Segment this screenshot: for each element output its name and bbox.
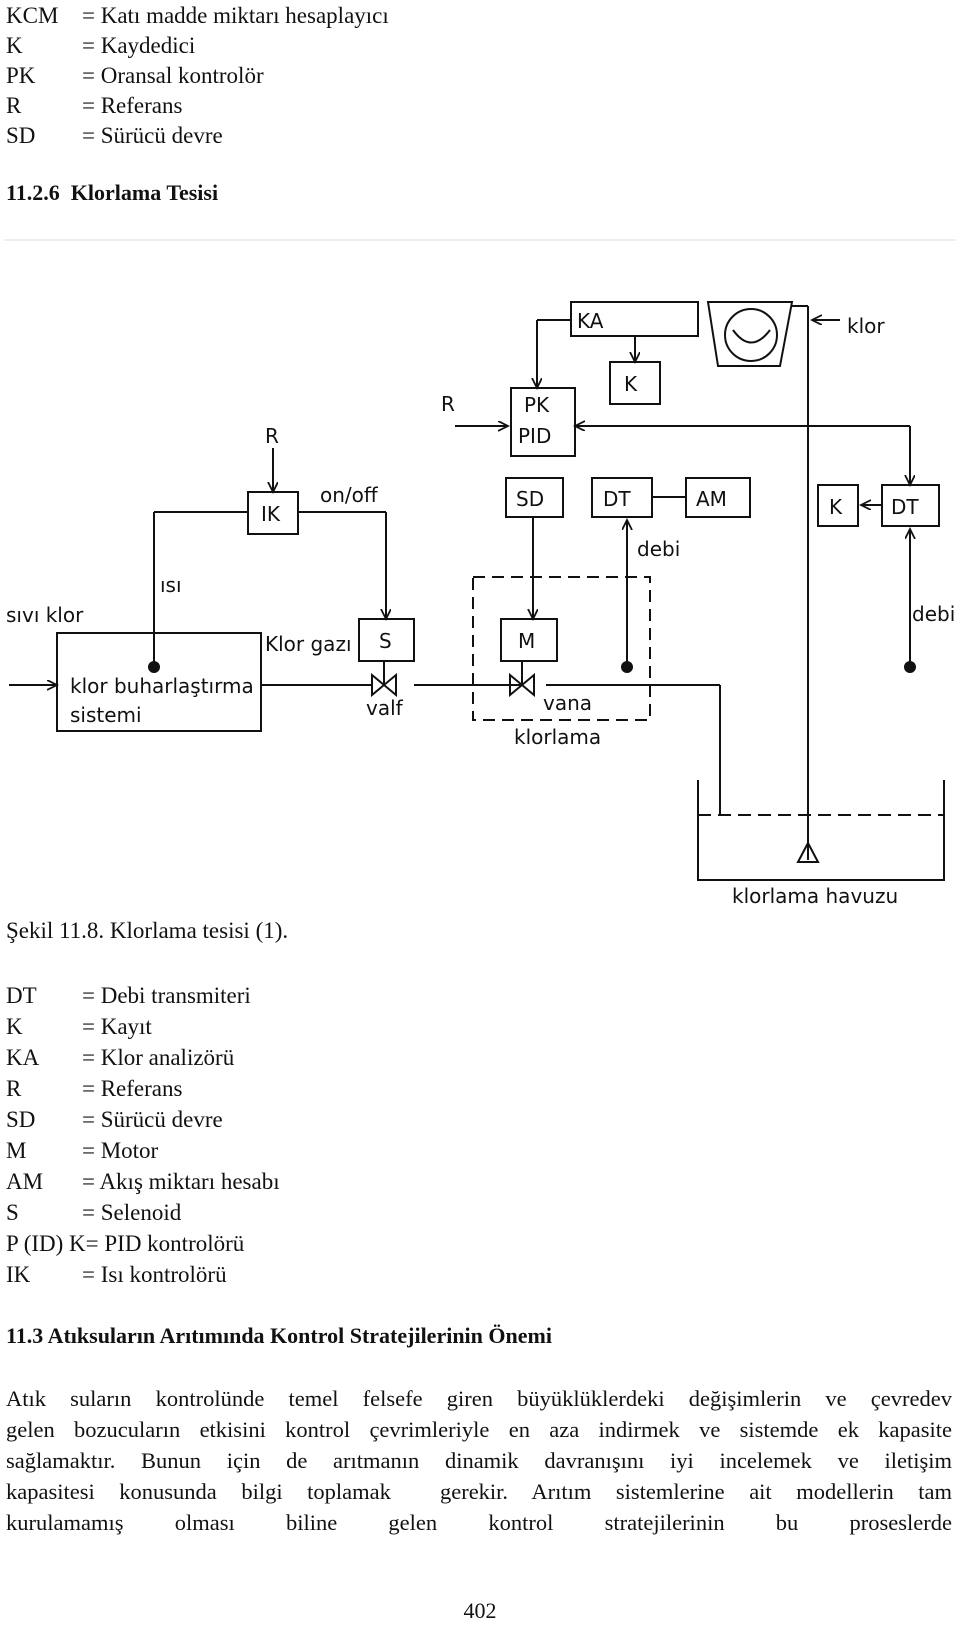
klorlama-region [472, 576, 651, 721]
legend-row: IK= Isı kontrolörü [6, 1262, 227, 1287]
vana-label: vana [543, 691, 592, 715]
legend-row: P (ID) K= PID kontrolörü [6, 1231, 245, 1256]
r2-label: R [441, 392, 455, 416]
dt2-label: DT [891, 495, 919, 519]
page-number: 402 [463, 1598, 497, 1623]
valf-label: valf [366, 696, 404, 720]
sd-label: SD [516, 487, 544, 511]
k-box-2 [817, 484, 859, 527]
legend-row: DT= Debi transmiteri [6, 983, 251, 1008]
paragraph-line: sağlamaktır. Bunun için de arıtmanın din… [6, 1448, 952, 1473]
pid-label: PID [518, 424, 551, 448]
legend-row: K= Kayıt [6, 1014, 152, 1039]
sivi-klor-label: sıvı klor [6, 603, 84, 627]
r1-label: R [265, 424, 279, 448]
section-title: 11.3 Atıksuların Arıtımında Kontrol Stra… [6, 1323, 552, 1348]
paragraph-line: gelen bozucuların etkisini kontrol çevri… [6, 1417, 952, 1442]
evap-label-2: sistemi [70, 703, 142, 727]
legend-row: PK= Oransal kontrolör [6, 63, 264, 88]
vana-icon [509, 661, 535, 698]
chlorination-diagram: KA K klor R PK PID R IK on/off SD DT AM … [4, 239, 956, 908]
paragraph-line: kapasitesi konusunda bilgi toplamak gere… [6, 1479, 952, 1504]
pk-label: PK [524, 393, 550, 417]
m-label: M [518, 629, 535, 653]
legend-row: KCM= Katı madde miktarı hesaplayıcı [6, 3, 389, 28]
evap-label-1: klor buharlaştırma [70, 674, 254, 698]
havuz-label: klorlama havuzu [732, 884, 898, 908]
legend-row: R= Referans [6, 93, 183, 118]
valve-icon [371, 661, 397, 698]
s-label: S [379, 629, 392, 653]
debi2-label: debi [912, 602, 955, 626]
legend-row: KA= Klor analizörü [6, 1045, 235, 1070]
figure-caption: Şekil 11.8. Klorlama tesisi (1). [6, 918, 289, 943]
legend-row: AM= Akış miktarı hesabı [6, 1169, 280, 1194]
legend-row: SD= Sürücü devre [6, 123, 223, 148]
legend-row: K= Kaydedici [6, 33, 196, 58]
am-label: AM [696, 487, 727, 511]
section-title: 11.2.6 Klorlama Tesisi [6, 180, 219, 205]
isi-label: ısı [160, 573, 182, 597]
basin [697, 780, 945, 881]
legend-row: SD= Sürücü devre [6, 1107, 223, 1132]
k1-label: K [624, 372, 638, 396]
legend-row: M= Motor [6, 1138, 159, 1163]
paragraph-line: kurulamamış olması biline gelen kontrol … [6, 1510, 952, 1535]
klorlama-label: klorlama [514, 725, 601, 749]
probe-icon [796, 840, 820, 863]
paragraph-line: Atık suların kontrolünde temel felsefe g… [6, 1386, 952, 1411]
ik-label: IK [261, 502, 281, 526]
legend-row: S= Selenoid [6, 1200, 182, 1225]
k2-label: K [829, 495, 843, 519]
legend-row: R= Referans [6, 1076, 183, 1101]
dt1-label: DT [603, 487, 631, 511]
klor-gazi-label: Klor gazı [265, 632, 352, 656]
debi1-label: debi [637, 537, 680, 561]
ka-label: KA [577, 309, 604, 333]
onoff-label: on/off [320, 483, 379, 507]
sd-box [505, 477, 564, 518]
klor-label: klor [847, 314, 885, 338]
pump-icon [706, 301, 794, 367]
